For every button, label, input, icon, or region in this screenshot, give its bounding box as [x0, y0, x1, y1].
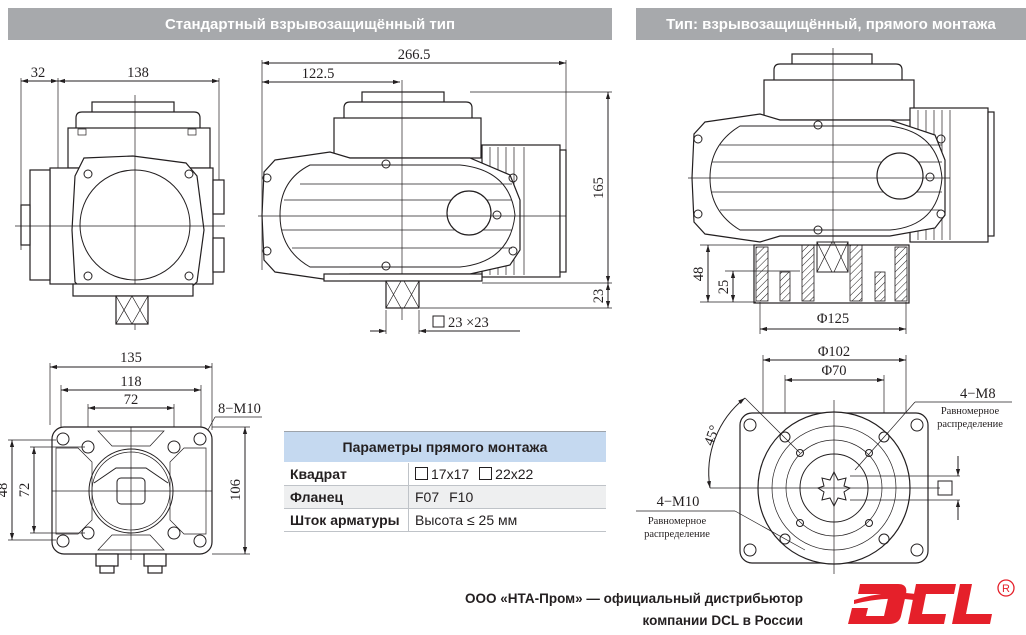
dim-side-shaft-square: 23 ×23 — [448, 315, 489, 331]
registered-trademark-icon: R — [997, 579, 1015, 597]
dim-flange-outer: 135 — [120, 350, 142, 366]
callout-4-m10: 4−M10 — [657, 494, 700, 510]
dim-direct-stem: 25 — [716, 280, 732, 295]
param-key: Шток арматуры — [284, 508, 409, 532]
callout-4-m10-note-line2: распределение — [644, 529, 710, 540]
param-value: Высота ≤ 25 мм — [408, 508, 606, 532]
dim-outer-circle: Φ102 — [818, 344, 850, 360]
dim-direct-diameter: Φ125 — [817, 311, 849, 327]
param-key: Квадрат — [284, 462, 409, 486]
footer-line-1: ООО «НТА-Пром» — официальный дистрибьюто… — [464, 591, 803, 606]
dim-flange-left-inner: 72 — [17, 483, 33, 498]
square-symbol-icon — [415, 467, 428, 480]
dim-side-shaft-length: 23 — [591, 289, 607, 304]
bolt-callout-8-m10: 8−M10 — [218, 401, 261, 417]
callout-4-m8: 4−M8 — [960, 386, 996, 402]
dim-angle: 45° — [701, 423, 723, 448]
dim-flange-left-outer: 48 — [0, 483, 11, 498]
callout-4-m8-note-line2: распределение — [937, 419, 1003, 430]
param-value-item: 17x17 — [431, 466, 470, 482]
table-row: Квадрат 17x17 22x22 — [284, 462, 606, 486]
square-symbol-icon — [479, 467, 493, 480]
dim-direct-height: 48 — [691, 267, 707, 282]
direct-mount-flange-drawing: Φ102 Φ70 45° 4−M8 Равномерное распределе — [636, 344, 1012, 574]
table-row: Шток арматуры Высота ≤ 25 мм — [284, 508, 606, 532]
param-value-item: F07 — [415, 489, 440, 505]
params-table-title: Параметры прямого монтажа — [284, 431, 606, 463]
dim-front-offset: 32 — [31, 65, 46, 81]
param-value: 17x17 22x22 — [408, 462, 606, 486]
square-symbol-icon — [432, 315, 445, 328]
bottom-flange-drawing: 135 118 72 8−M10 106 — [0, 350, 262, 574]
footer-distributor-note: ООО «НТА-Пром» — официальный дистрибьюто… — [465, 588, 803, 632]
side-view-drawing: 266.5 122.5 165 — [258, 47, 612, 334]
table-row: Фланец F07 F10 — [284, 485, 606, 509]
section-header-direct-mount: Тип: взрывозащищённый, прямого монтажа — [636, 8, 1026, 40]
dcl-logo — [848, 584, 992, 624]
callout-4-m8-note-line1: Равномерное — [941, 406, 1000, 417]
dim-flange-inner-spacing: 72 — [124, 392, 139, 408]
param-value-item: 22x22 — [495, 466, 534, 482]
dim-flange-bolt-spacing: 118 — [120, 374, 141, 390]
dim-side-height: 165 — [591, 177, 607, 199]
svg-text:R: R — [1002, 583, 1010, 595]
dim-side-total-length: 266.5 — [398, 47, 431, 63]
section-header-direct-mount-label: Тип: взрывозащищённый, прямого монтажа — [666, 15, 996, 33]
dim-flange-height: 106 — [228, 479, 244, 501]
footer-line-2: компании DCL в России — [642, 613, 803, 628]
front-view-drawing: 32 138 — [15, 65, 225, 330]
direct-mount-side-drawing: 48 25 Φ125 — [688, 48, 995, 334]
direct-mount-params-table: Параметры прямого монтажа Квадрат 17x17 2… — [284, 431, 606, 532]
param-value-item: F10 — [449, 489, 474, 505]
dim-front-width: 138 — [127, 65, 149, 81]
callout-4-m10-note-line1: Равномерное — [648, 516, 707, 527]
dim-inner-circle: Φ70 — [821, 363, 846, 379]
dim-side-axis-offset: 122.5 — [302, 66, 335, 82]
section-header-standard: Стандартный взрывозащищённый тип — [8, 8, 612, 40]
param-value: F07 F10 — [408, 485, 606, 509]
param-key: Фланец — [284, 485, 409, 509]
section-header-standard-label: Стандартный взрывозащищённый тип — [164, 15, 456, 33]
